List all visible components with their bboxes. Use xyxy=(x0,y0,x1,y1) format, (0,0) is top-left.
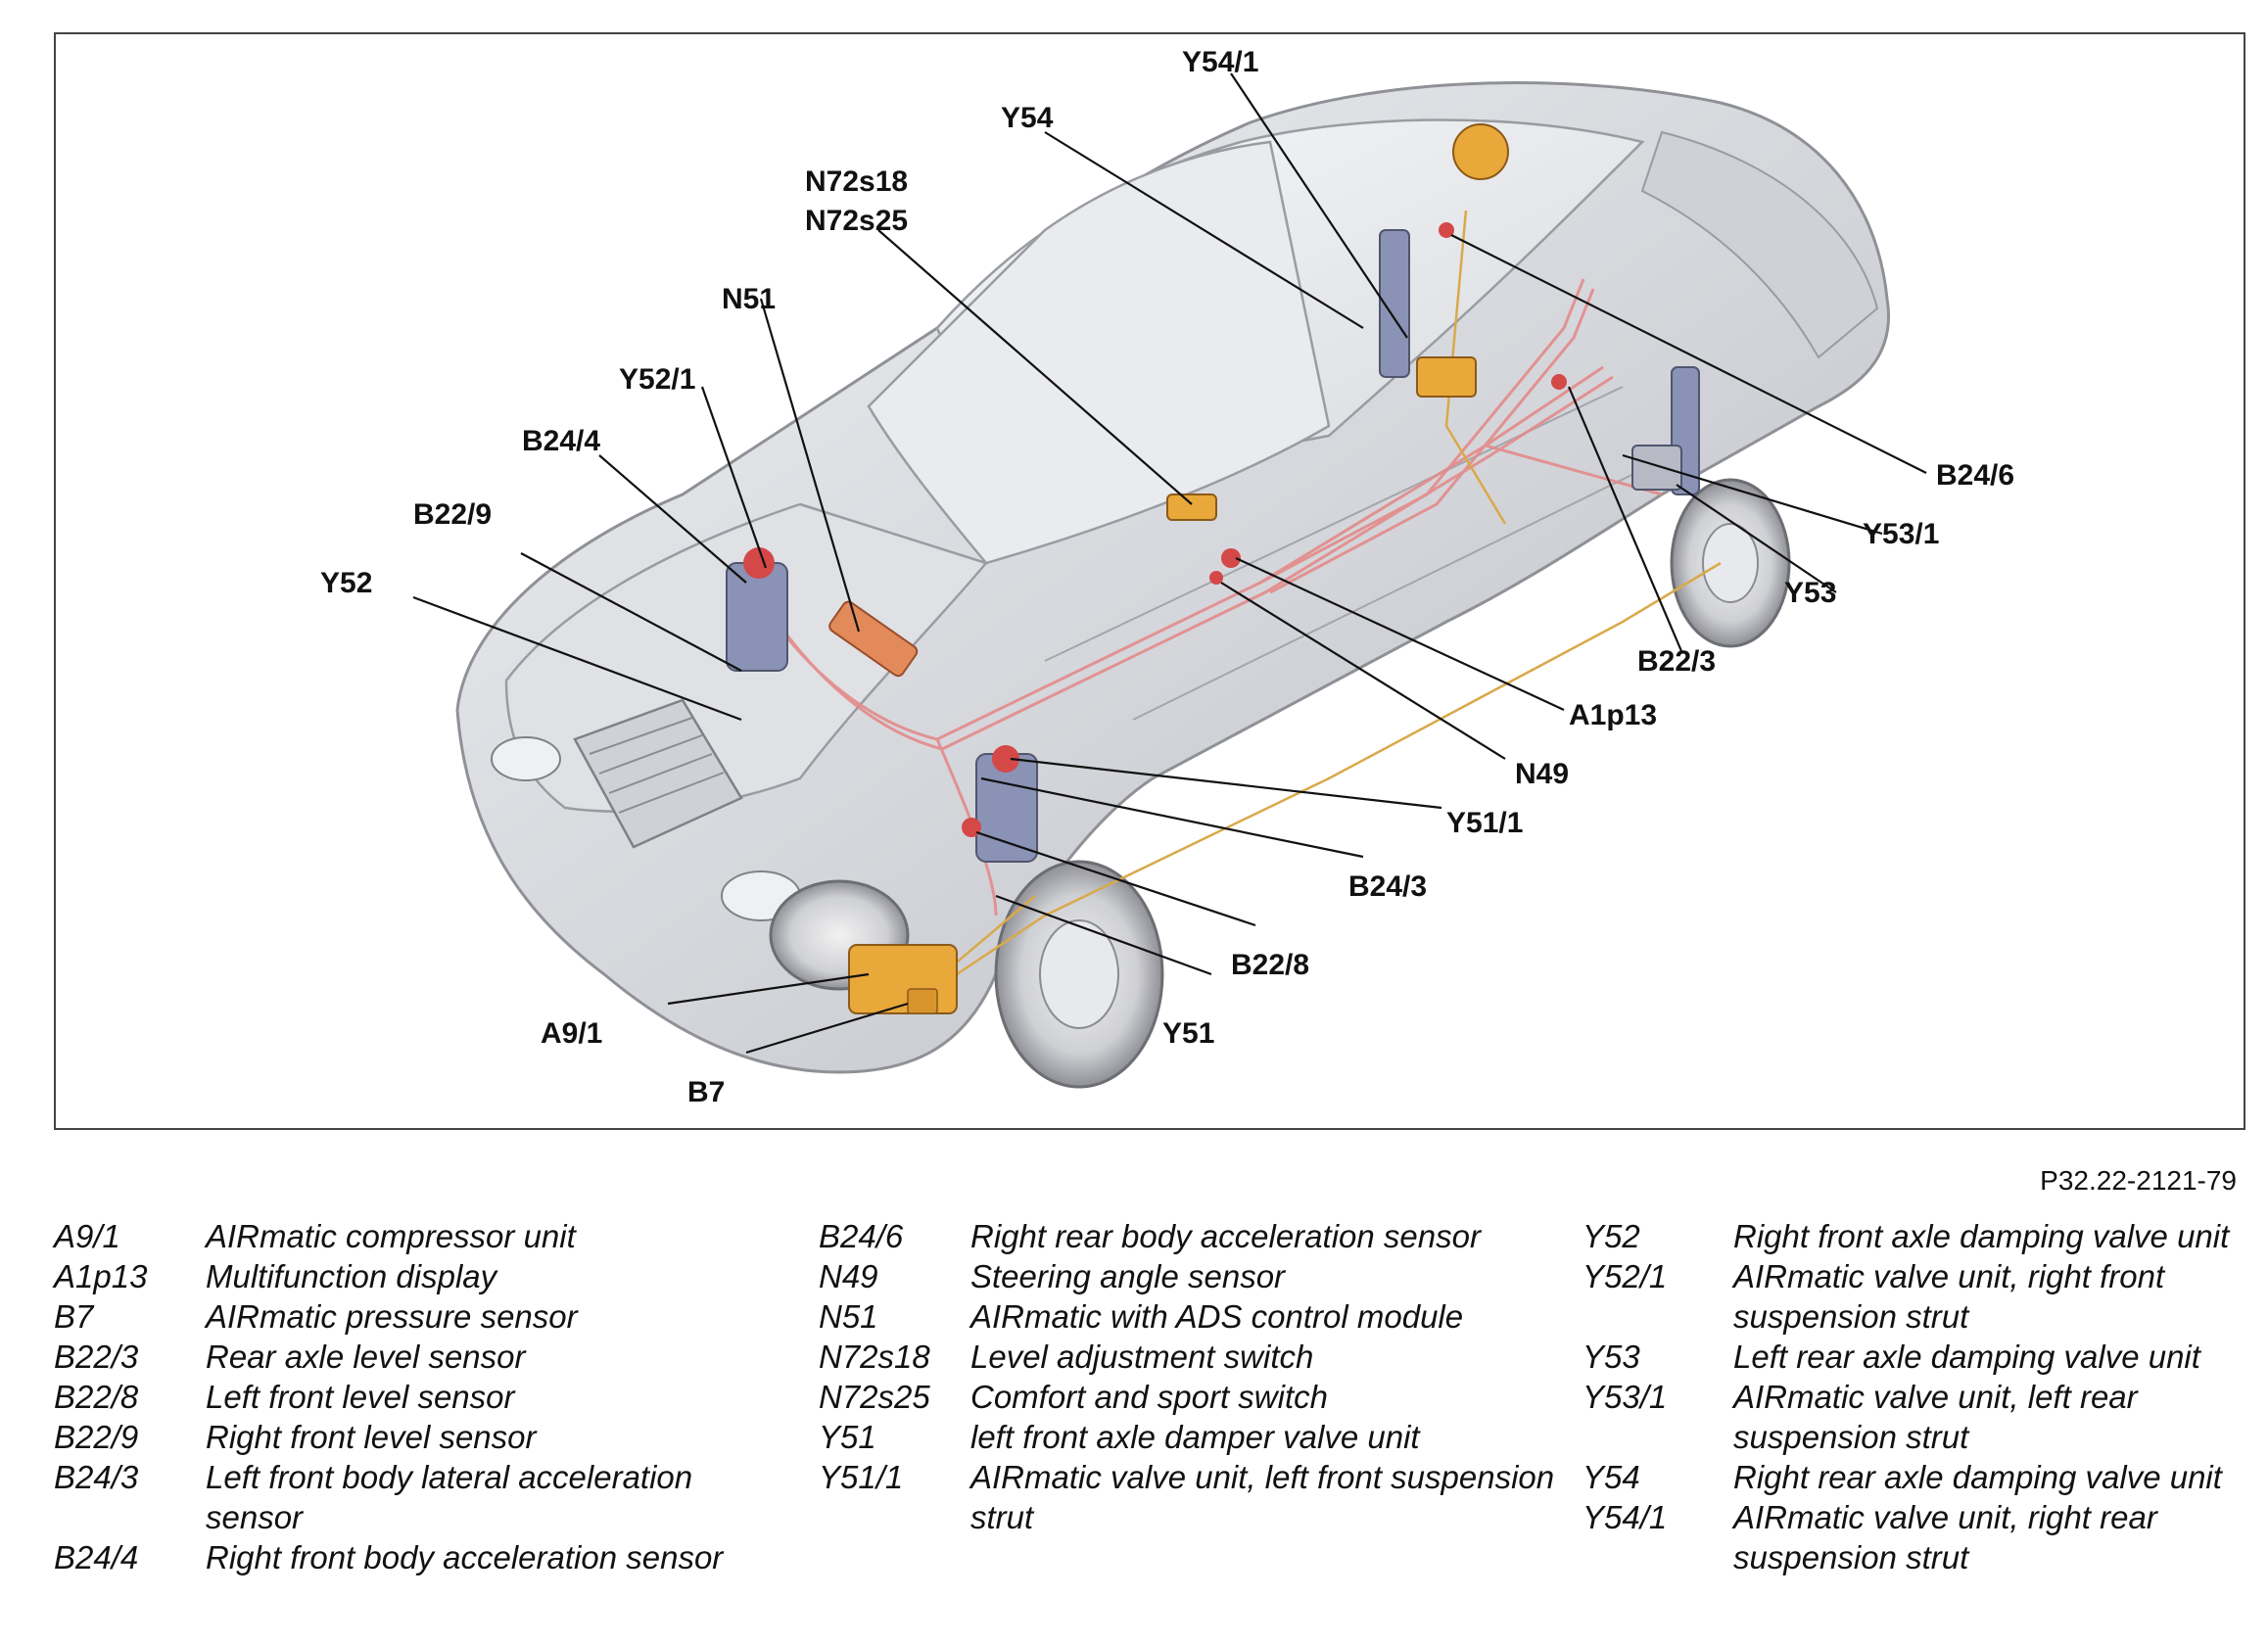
legend-entry: Y51 left front axle damper valve unit xyxy=(819,1417,1563,1457)
legend-column-3: Y52 Right front axle damping valve unit Y… xyxy=(1583,1216,2258,1577)
legend-description: AIRmatic compressor unit xyxy=(206,1218,576,1254)
car-airmatic-diagram: Y54/1 Y54 N72s18 N72s25 N51 Y52/1 B24/4 … xyxy=(320,46,2014,1108)
legend-column-1: A9/1 AIRmatic compressor unit A1p13 Multif… xyxy=(54,1216,798,1577)
legend-code: B22/3 xyxy=(54,1339,139,1375)
legend-code: Y53 xyxy=(1583,1339,1640,1375)
legend-entry: B24/4 Right front body acceleration senso… xyxy=(54,1537,798,1577)
legend-entry: B22/3 Rear axle level sensor xyxy=(54,1337,798,1377)
legend-description: Right front axle damping valve unit xyxy=(1733,1218,2230,1254)
legend-description: Right front body acceleration sensor xyxy=(206,1539,724,1575)
right-front-strut xyxy=(726,562,788,672)
legend-code: B24/4 xyxy=(54,1539,139,1575)
callout-a9-1: A9/1 xyxy=(541,1017,602,1050)
legend-description: AIRmatic valve unit, right front suspens… xyxy=(1733,1258,2165,1335)
callout-b22-8: B22/8 xyxy=(1231,949,1309,981)
legend-entry: B22/9 Right front level sensor xyxy=(54,1417,798,1457)
callout-y52: Y52 xyxy=(320,567,372,599)
legend-code: N51 xyxy=(819,1298,878,1335)
legend-entry: Y51/1 AIRmatic valve unit, left front sus… xyxy=(819,1457,1563,1537)
figure-reference-code: P32.22-2121-79 xyxy=(2040,1165,2237,1196)
legend-description: left front axle damper valve unit xyxy=(970,1419,1420,1455)
legend-entry: B7 AIRmatic pressure sensor xyxy=(54,1296,798,1337)
legend-entry: Y52/1 AIRmatic valve unit, right front su… xyxy=(1583,1256,2258,1337)
legend-code: Y51 xyxy=(819,1419,876,1455)
callout-y54-1: Y54/1 xyxy=(1182,46,1258,78)
legend-description: Left front level sensor xyxy=(206,1379,515,1415)
callout-n72s18: N72s18 xyxy=(805,165,908,198)
legend-description: Level adjustment switch xyxy=(970,1339,1314,1375)
legend-code: B24/6 xyxy=(819,1218,904,1254)
legend-description: Right rear axle damping valve unit xyxy=(1733,1459,2222,1495)
legend-entry: B24/6 Right rear body acceleration sensor xyxy=(819,1216,1563,1256)
callout-y51: Y51 xyxy=(1162,1017,1214,1050)
callout-b22-9: B22/9 xyxy=(413,498,492,531)
callout-b22-3: B22/3 xyxy=(1637,645,1716,678)
legend-column-2: B24/6 Right rear body acceleration sensor… xyxy=(819,1216,1563,1537)
legend-code: Y51/1 xyxy=(819,1459,904,1495)
legend-entry: Y53/1 AIRmatic valve unit, left rear susp… xyxy=(1583,1377,2258,1457)
callout-n51: N51 xyxy=(722,283,776,315)
legend-code: N72s25 xyxy=(819,1379,930,1415)
legend-description: Multifunction display xyxy=(206,1258,497,1294)
legend-description: Left rear axle damping valve unit xyxy=(1733,1339,2200,1375)
legend-entry: A1p13 Multifunction display xyxy=(54,1256,798,1296)
legend-code: Y54/1 xyxy=(1583,1499,1668,1535)
legend-description: AIRmatic valve unit, left rear suspensio… xyxy=(1733,1379,2138,1455)
legend-code: Y52 xyxy=(1583,1218,1640,1254)
car-body xyxy=(455,81,1890,1074)
legend-description: Comfort and sport switch xyxy=(970,1379,1328,1415)
callout-n72s25: N72s25 xyxy=(805,205,908,237)
callout-b24-6: B24/6 xyxy=(1936,459,2014,492)
legend-entry: N51 AIRmatic with ADS control module xyxy=(819,1296,1563,1337)
legend-entry: A9/1 AIRmatic compressor unit xyxy=(54,1216,798,1256)
legend-description: AIRmatic valve unit, left front suspensi… xyxy=(970,1459,1555,1535)
legend-code: N49 xyxy=(819,1258,878,1294)
legend-entry: Y53 Left rear axle damping valve unit xyxy=(1583,1337,2258,1377)
legend-entry: B24/3 Left front body lateral acceleratio… xyxy=(54,1457,798,1537)
legend-code: B22/9 xyxy=(54,1419,139,1455)
legend-entry: Y52 Right front axle damping valve unit xyxy=(1583,1216,2258,1256)
legend-code: Y53/1 xyxy=(1583,1379,1668,1415)
legend-entry: B22/8 Left front level sensor xyxy=(54,1377,798,1417)
legend-code: Y54 xyxy=(1583,1459,1640,1495)
callout-b24-4: B24/4 xyxy=(522,425,600,457)
legend-entry: N49 Steering angle sensor xyxy=(819,1256,1563,1296)
n72-switch-panel xyxy=(1166,494,1217,521)
callout-n49: N49 xyxy=(1515,758,1569,790)
legend-description: AIRmatic valve unit, right rear suspensi… xyxy=(1733,1499,2157,1575)
n51-control-module xyxy=(828,600,919,678)
air-reservoir xyxy=(1452,123,1509,180)
legend-description: AIRmatic pressure sensor xyxy=(206,1298,578,1335)
legend-code: N72s18 xyxy=(819,1339,930,1375)
legend-description: Right rear body acceleration sensor xyxy=(970,1218,1481,1254)
legend-description: Right front level sensor xyxy=(206,1419,537,1455)
callout-y53-1: Y53/1 xyxy=(1863,518,1939,550)
legend-code: A1p13 xyxy=(54,1258,148,1294)
callout-y52-1: Y52/1 xyxy=(619,363,695,396)
legend-description: AIRmatic with ADS control module xyxy=(970,1298,1464,1335)
callout-y54: Y54 xyxy=(1001,102,1054,134)
legend-entry: N72s25 Comfort and sport switch xyxy=(819,1377,1563,1417)
callout-y53: Y53 xyxy=(1784,577,1836,609)
callout-b24-3: B24/3 xyxy=(1348,870,1427,903)
callout-y51-1: Y51/1 xyxy=(1446,807,1523,839)
legend-description: Rear axle level sensor xyxy=(206,1339,526,1375)
legend-description: Left front body lateral acceleration sen… xyxy=(206,1459,693,1535)
legend-code: B22/8 xyxy=(54,1379,139,1415)
legend-entry: Y54 Right rear axle damping valve unit xyxy=(1583,1457,2258,1497)
legend-code: B24/3 xyxy=(54,1459,139,1495)
legend-code: B7 xyxy=(54,1298,94,1335)
callout-labels: Y54/1 Y54 N72s18 N72s25 N51 Y52/1 B24/4 … xyxy=(320,46,2014,1108)
leader-lines xyxy=(412,72,1927,1055)
legend-entry: N72s18 Level adjustment switch xyxy=(819,1337,1563,1377)
a9-1-compressor xyxy=(848,944,958,1014)
right-rear-strut xyxy=(1379,229,1410,378)
legend-entry: Y54/1 AIRmatic valve unit, right rear sus… xyxy=(1583,1497,2258,1577)
callout-a1p13: A1p13 xyxy=(1569,699,1657,731)
legend-description: Steering angle sensor xyxy=(970,1258,1286,1294)
legend-code: A9/1 xyxy=(54,1218,120,1254)
diagram-frame: Y54/1 Y54 N72s18 N72s25 N51 Y52/1 B24/4 … xyxy=(54,32,2245,1130)
legend-code: Y52/1 xyxy=(1583,1258,1668,1294)
callout-b7: B7 xyxy=(687,1076,725,1108)
